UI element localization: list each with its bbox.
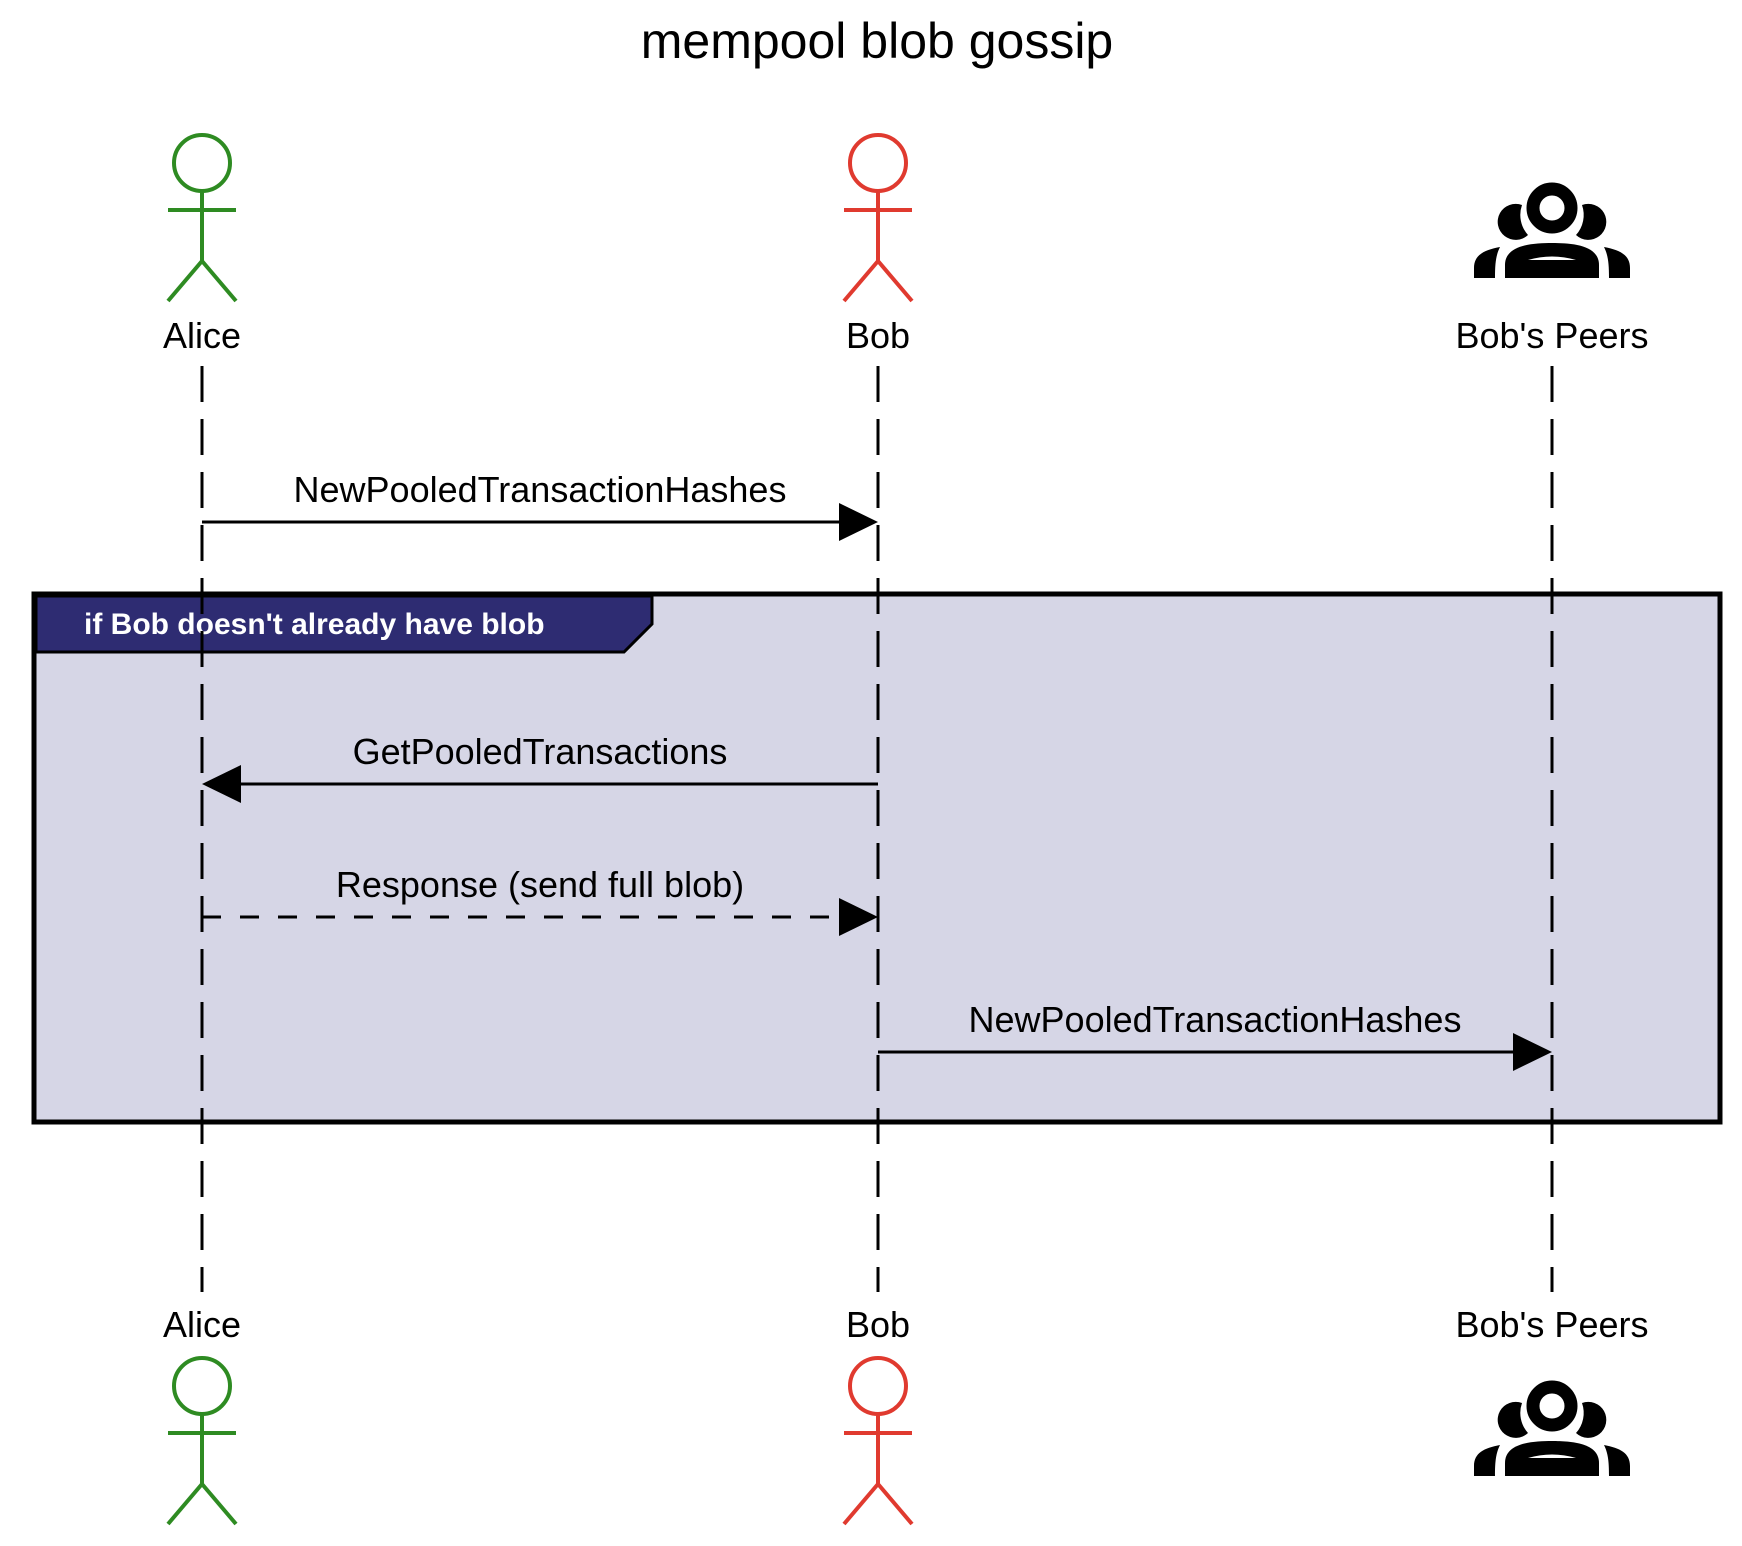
stick-figure-icon bbox=[842, 133, 914, 303]
people-group-icon bbox=[1474, 1380, 1630, 1476]
arrowhead-icon bbox=[839, 503, 878, 541]
message-1: NewPooledTransactionHashes bbox=[202, 469, 878, 541]
diagram-title: mempool blob gossip bbox=[641, 13, 1114, 69]
stick-figure-icon bbox=[842, 1356, 914, 1526]
participant-label: Alice bbox=[163, 315, 241, 356]
frame-label-tab bbox=[34, 594, 654, 654]
message-label: GetPooledTransactions bbox=[353, 731, 728, 772]
participant-bob-bottom: Bob bbox=[842, 1304, 914, 1526]
arrowhead-icon bbox=[1513, 1033, 1552, 1071]
participant-label: Bob bbox=[846, 315, 910, 356]
participant-alice-top: Alice bbox=[163, 133, 241, 356]
participant-peers-bottom: Bob's Peers bbox=[1456, 1304, 1649, 1476]
lifeline-layer bbox=[200, 366, 1554, 1292]
participant-bob-top: Bob bbox=[842, 133, 914, 356]
participant-label: Bob's Peers bbox=[1456, 315, 1649, 356]
participant-label: Alice bbox=[163, 1304, 241, 1345]
arrowhead-icon bbox=[839, 898, 878, 936]
participant-label: Bob's Peers bbox=[1456, 1304, 1649, 1345]
participant-alice-bottom: Alice bbox=[163, 1304, 241, 1526]
participant-label: Bob bbox=[846, 1304, 910, 1345]
stick-figure-icon bbox=[166, 1356, 238, 1526]
message-label: Response (send full blob) bbox=[336, 864, 744, 905]
message-layer: NewPooledTransactionHashesGetPooledTrans… bbox=[202, 469, 1552, 1071]
message-label: NewPooledTransactionHashes bbox=[294, 469, 787, 510]
message-2: GetPooledTransactions bbox=[202, 731, 878, 803]
participant-peers-top: Bob's Peers bbox=[1456, 182, 1649, 356]
message-4: NewPooledTransactionHashes bbox=[878, 999, 1552, 1071]
stick-figure-icon bbox=[166, 133, 238, 303]
frame-label: if Bob doesn't already have blob bbox=[84, 608, 545, 641]
arrowhead-icon bbox=[202, 765, 241, 803]
people-group-icon bbox=[1474, 182, 1630, 278]
message-3: Response (send full blob) bbox=[202, 864, 878, 936]
message-label: NewPooledTransactionHashes bbox=[969, 999, 1462, 1040]
